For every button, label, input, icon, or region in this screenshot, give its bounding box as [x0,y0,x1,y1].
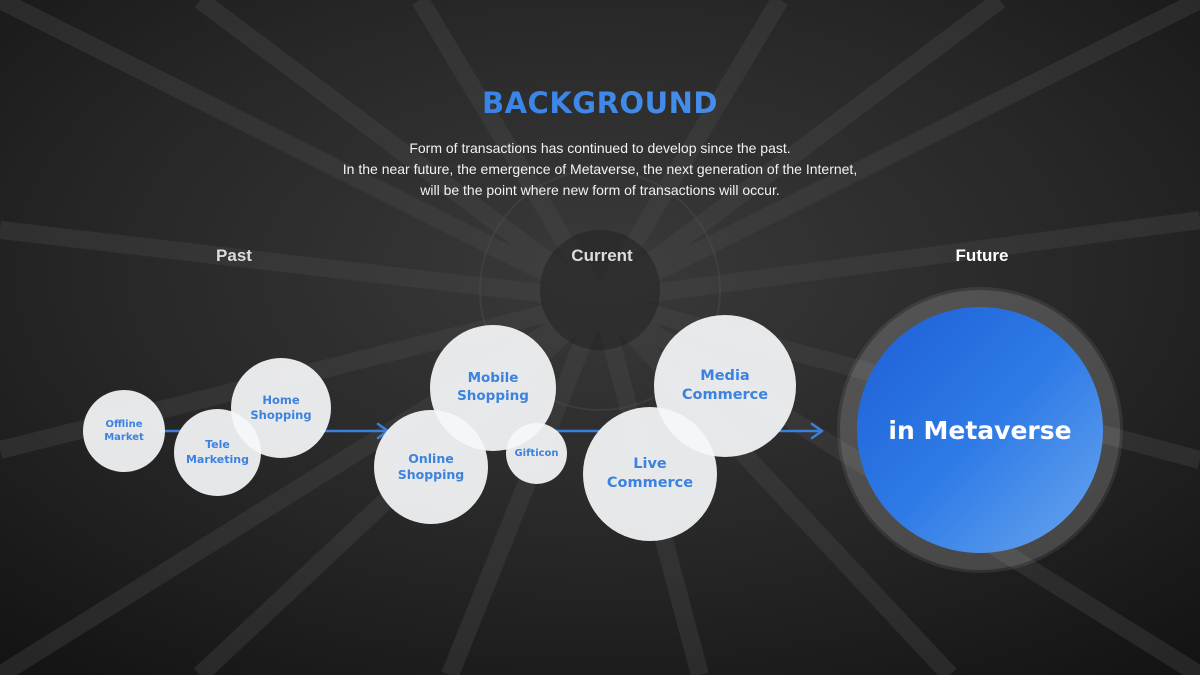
page-title: BACKGROUND [0,86,1200,120]
era-label-past: Past [216,246,252,265]
era-label-current: Current [571,246,633,265]
arrow-right-icon [810,422,824,440]
circle-label-metaverse: in Metaverse [888,415,1072,445]
description-line-3: will be the point where new form of tran… [420,182,780,198]
circle-offline-market: Offline Market [83,390,165,472]
circle-home-shopping: Home Shopping [231,358,331,458]
circle-label: Mobile Shopping [457,370,529,404]
description-line-2: In the near future, the emergence of Met… [342,161,858,177]
circle-media-commerce: Media Commerce [654,315,796,457]
circle-label: Live Commerce [606,456,694,491]
circle-label: Tele Marketing [185,438,249,466]
circle-metaverse: in Metaverse [857,307,1103,553]
description: Form of transactions has continued to de… [0,138,1200,201]
era-label-future: Future [955,246,1009,265]
description-line-1: Form of transactions has continued to de… [409,140,791,156]
circle-label: Media Commerce [681,368,769,403]
circle-label: Home Shopping [250,393,312,422]
circle-label: Gifticon [514,448,559,459]
circle-label: Online Shopping [397,450,465,482]
circle-gifticon: Gifticon [506,423,567,484]
circle-label: Offline Market [104,419,144,443]
